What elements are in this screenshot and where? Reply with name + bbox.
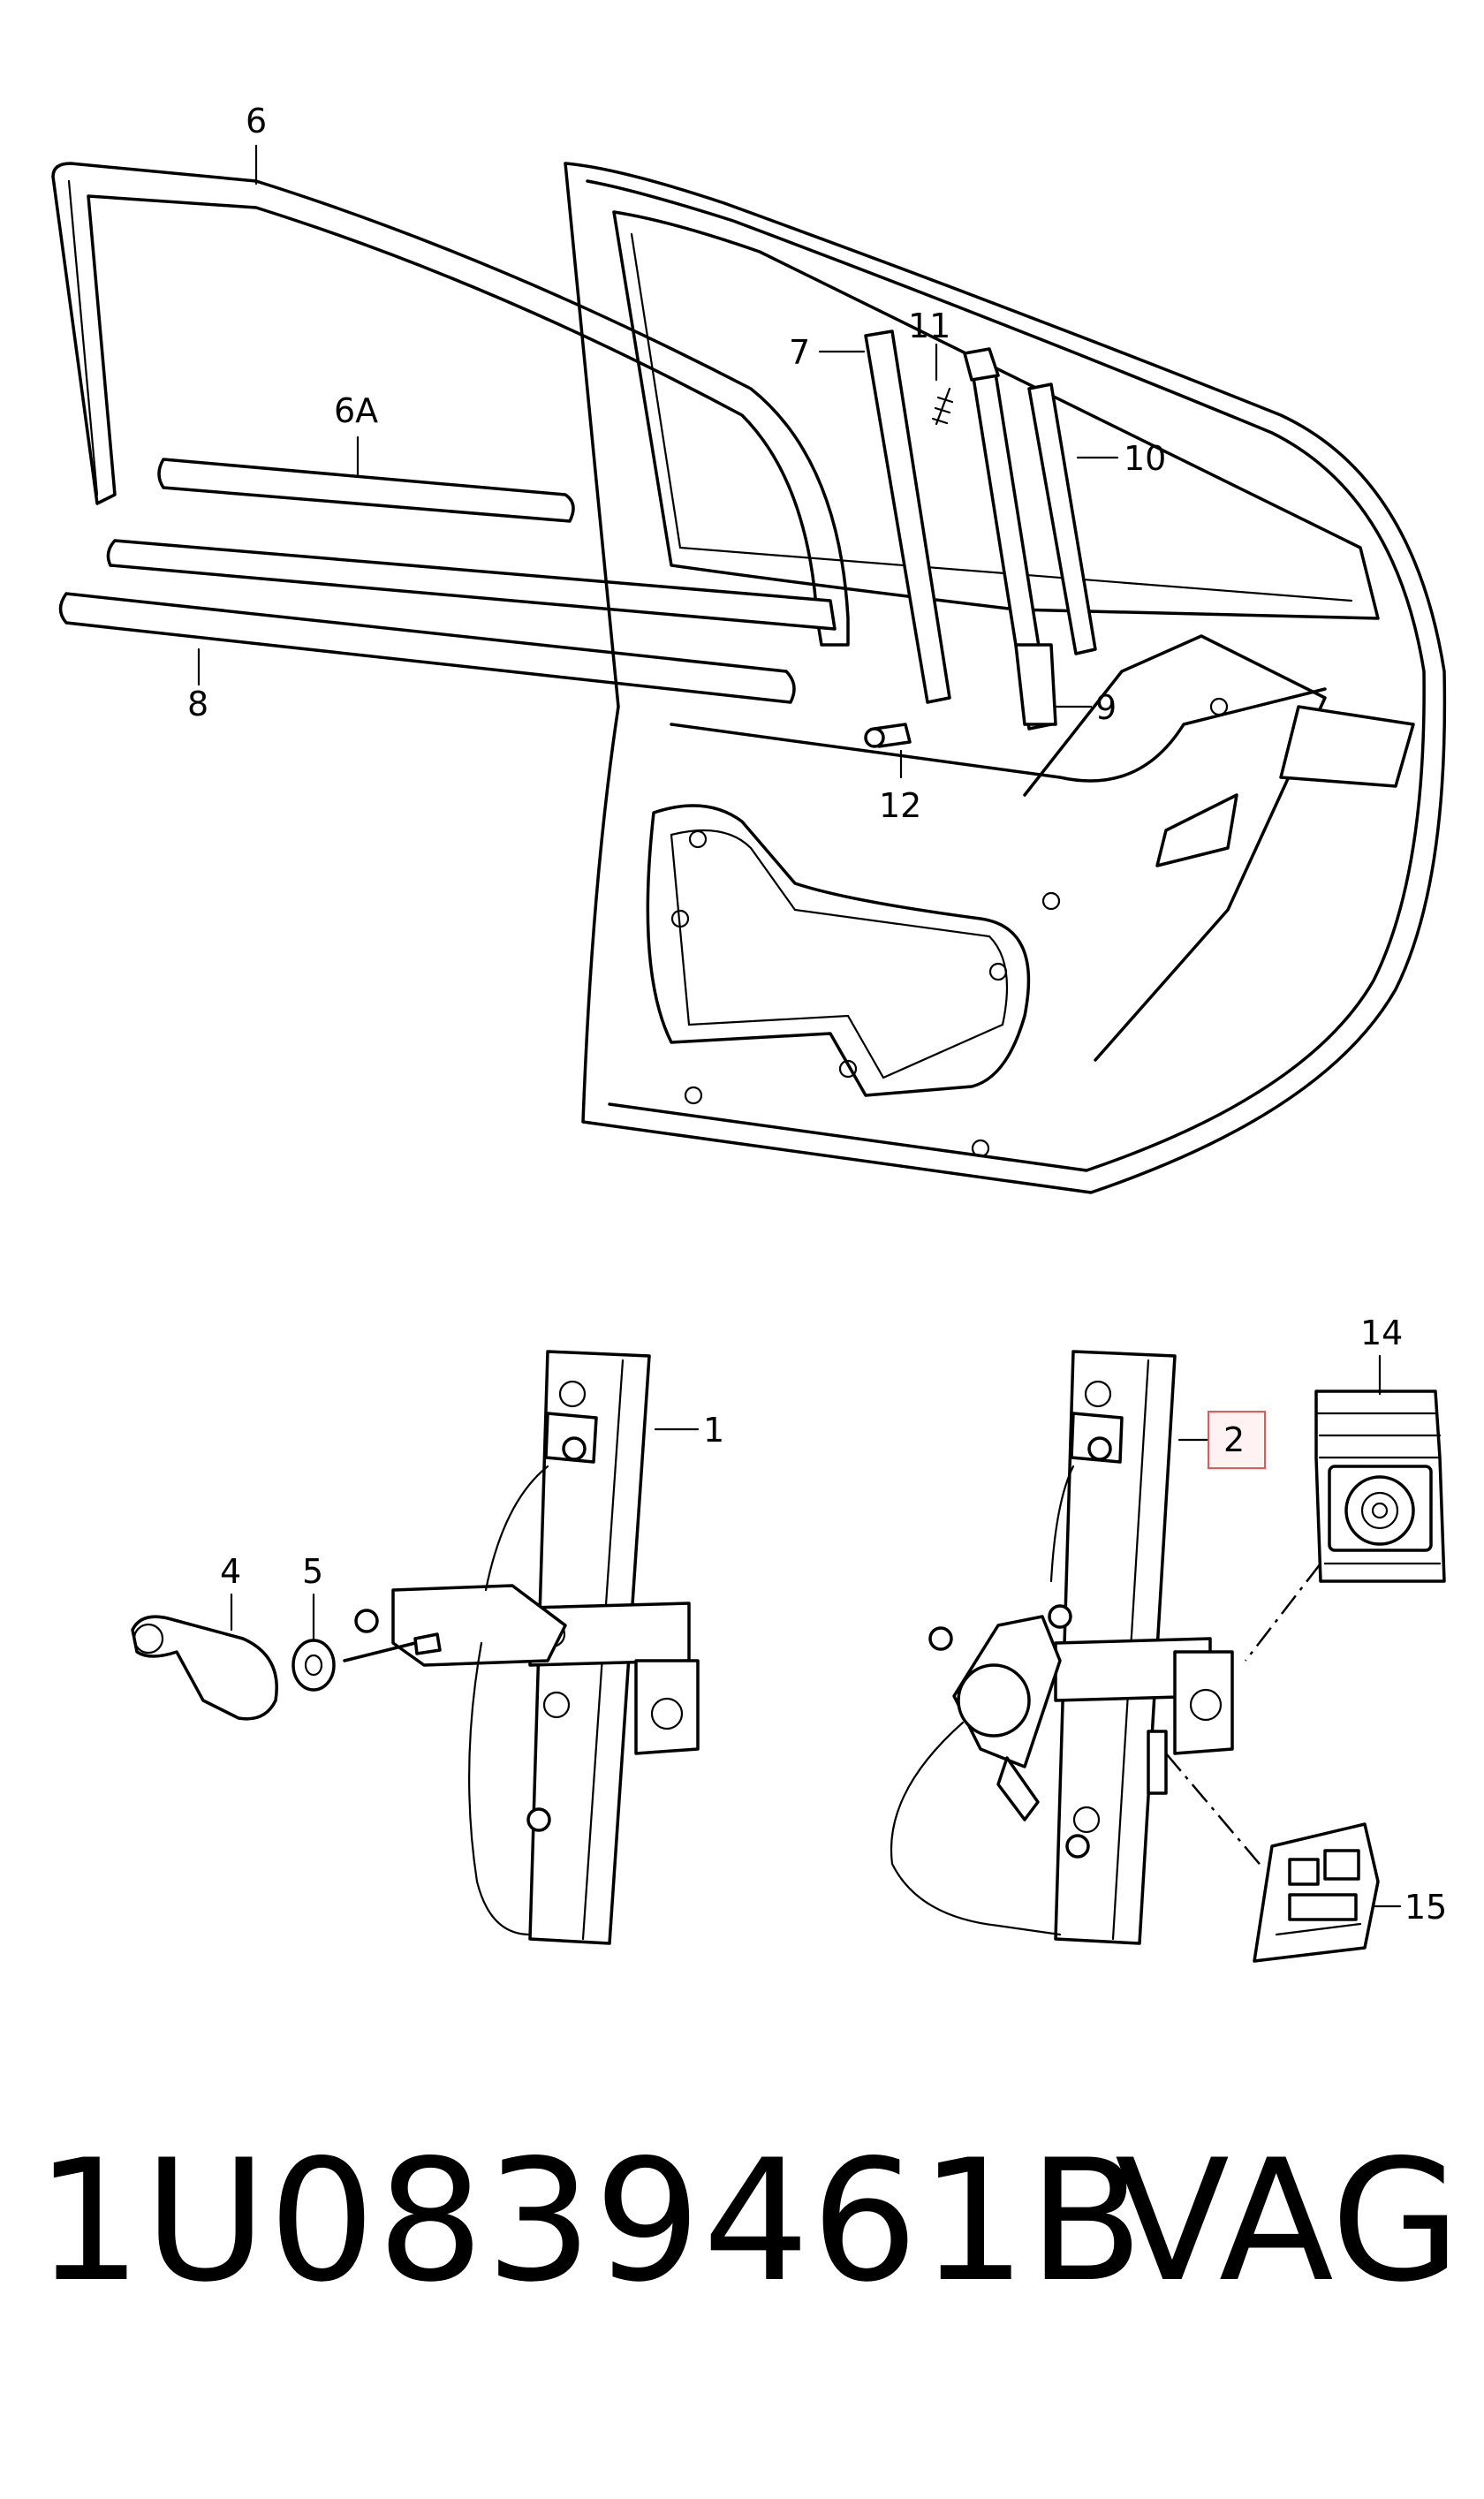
- callout-6a: 6A: [334, 391, 378, 430]
- callout-14: 14: [1360, 1314, 1403, 1352]
- window-crank-handle-4: [131, 1615, 278, 1721]
- brand-name: VAG: [1115, 2124, 1461, 2319]
- guide-rail-7: [864, 329, 951, 704]
- callout-2-highlight-box: [1208, 1411, 1266, 1469]
- washer-5: [292, 1639, 336, 1692]
- callout-15: 15: [1404, 1888, 1447, 1927]
- callout-11: 11: [908, 307, 950, 345]
- callout-12: 12: [879, 786, 921, 825]
- window-frame-seal-6: [51, 162, 850, 647]
- callout-8: 8: [187, 685, 208, 723]
- assembly-line-15: [1165, 1753, 1264, 1869]
- screw-11: [931, 387, 954, 426]
- part-number: 1U0839461B: [35, 2124, 1146, 2319]
- connector-15: [1253, 1822, 1380, 1963]
- assembly-line-14: [1245, 1563, 1321, 1662]
- callout-10: 10: [1124, 439, 1166, 478]
- inner-seal-strip-6a: [157, 458, 575, 523]
- rear-door-panel: [564, 162, 1447, 1194]
- callout-7: 7: [789, 333, 810, 372]
- callout-5: 5: [302, 1552, 323, 1591]
- window-regulator-2: [890, 1350, 1234, 1945]
- outer-seal-strip-8: [58, 592, 796, 704]
- callout-2: 2: [1223, 1420, 1245, 1459]
- callout-1: 1: [703, 1411, 724, 1450]
- screw-12: [864, 723, 912, 748]
- guide-rail-10: [1027, 382, 1097, 655]
- callout-4: 4: [220, 1552, 241, 1591]
- window-regulator-1: [343, 1350, 700, 1945]
- motor-block-14: [1314, 1390, 1446, 1583]
- callout-6: 6: [246, 102, 267, 140]
- clip-11: [963, 347, 1000, 382]
- seal-strip-upper: [106, 539, 837, 631]
- callout-9: 9: [1095, 688, 1117, 727]
